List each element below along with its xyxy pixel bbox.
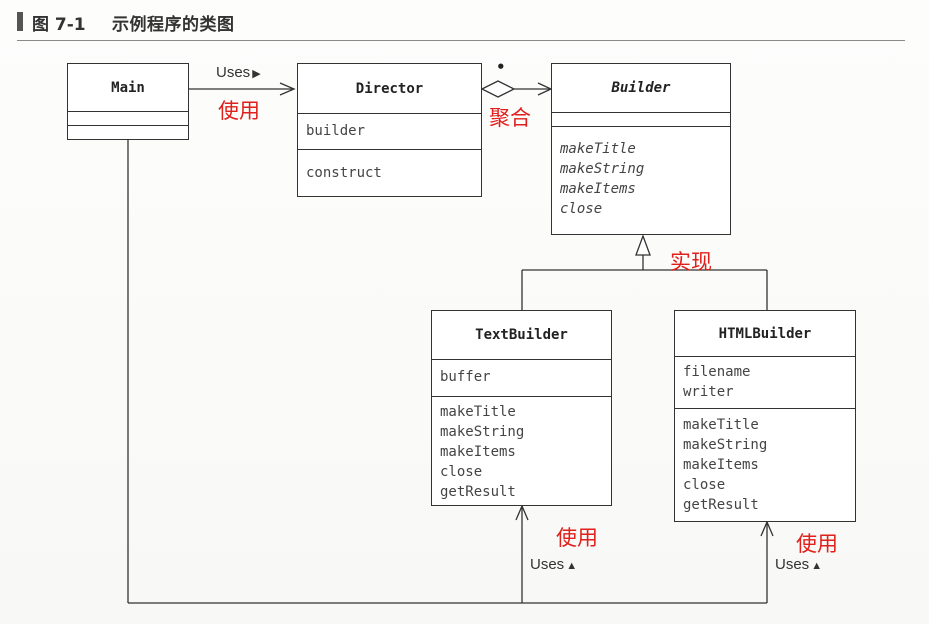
operation-get-result: getResult: [440, 484, 516, 500]
attribute-writer: writer: [683, 384, 734, 400]
attributes-compartment: filename writer: [675, 357, 855, 409]
up-triangle-icon: ▲: [811, 560, 823, 572]
main-text-builder-annotation: 使用: [556, 526, 598, 550]
main-text-builder-uses-label: Uses▲: [530, 556, 577, 573]
figure-header-rule: [17, 40, 905, 41]
operation-make-items: makeItems: [440, 444, 516, 460]
aggregation-diamond: [480, 80, 516, 98]
main-director-annotation: 使用: [218, 99, 260, 123]
main-html-builder-annotation: 使用: [796, 532, 838, 556]
operation-make-string: makeString: [683, 437, 768, 453]
uses-text: Uses: [216, 64, 251, 81]
attribute-buffer: buffer: [440, 369, 491, 385]
operation-make-title: makeTitle: [683, 417, 759, 433]
operation-make-string: makeString: [560, 161, 645, 177]
attributes-compartment: builder: [298, 114, 481, 150]
main-director-open-arrowhead: [279, 82, 296, 96]
main-director-uses-label: Uses▶: [216, 64, 261, 81]
main-html-builder-uses-label: Uses▲: [775, 556, 822, 573]
operation-get-result: getResult: [683, 497, 759, 513]
class-name: Main: [68, 64, 188, 112]
operation-construct: construct: [306, 165, 382, 181]
operations-compartment: makeTitle makeString makeItems close get…: [432, 397, 611, 502]
html-builder-open-arrowhead: [760, 520, 774, 537]
operation-make-title: makeTitle: [560, 141, 636, 157]
aggregation-multiplicity: •: [496, 58, 506, 76]
text-builder-open-arrowhead: [515, 504, 529, 521]
operation-make-items: makeItems: [560, 181, 636, 197]
figure-title: 示例程序的类图: [112, 15, 235, 35]
attributes-compartment: [552, 113, 730, 127]
class-director: Director builder construct: [297, 63, 482, 197]
uses-text: Uses: [530, 556, 565, 573]
class-name: HTMLBuilder: [675, 311, 855, 357]
class-name: TextBuilder: [432, 311, 611, 360]
operations-compartment: makeTitle makeString makeItems close: [552, 127, 730, 219]
right-triangle-icon: ▶: [252, 68, 261, 80]
figure-number: 图 7-1: [32, 15, 86, 35]
uses-text: Uses: [775, 556, 810, 573]
up-triangle-icon: ▲: [566, 560, 578, 572]
operation-close: close: [560, 201, 603, 217]
operation-make-string: makeString: [440, 424, 525, 440]
figure-marker-bar: [17, 12, 23, 31]
operations-compartment: [68, 126, 188, 139]
class-main: Main: [67, 63, 189, 140]
class-builder: Builder makeTitle makeString makeItems c…: [551, 63, 731, 235]
class-name: Director: [298, 64, 481, 114]
operations-compartment: construct: [298, 150, 481, 196]
operation-make-title: makeTitle: [440, 404, 516, 420]
aggregation-annotation: 聚合: [489, 106, 531, 130]
realization-hollow-triangle: [635, 234, 651, 256]
attributes-compartment: buffer: [432, 360, 611, 397]
class-html-builder: HTMLBuilder filename writer makeTitle ma…: [674, 310, 856, 522]
attribute-builder: builder: [306, 123, 366, 139]
operations-compartment: makeTitle makeString makeItems close get…: [675, 409, 855, 515]
attributes-compartment: [68, 112, 188, 126]
operation-make-items: makeItems: [683, 457, 759, 473]
class-name: Builder: [552, 64, 730, 113]
attribute-filename: filename: [683, 364, 751, 380]
realization-annotation: 实现: [670, 250, 712, 274]
class-text-builder: TextBuilder buffer makeTitle makeString …: [431, 310, 612, 506]
figure-header: 图 7-1 示例程序的类图: [0, 0, 905, 41]
operation-close: close: [683, 477, 726, 493]
operation-close: close: [440, 464, 483, 480]
